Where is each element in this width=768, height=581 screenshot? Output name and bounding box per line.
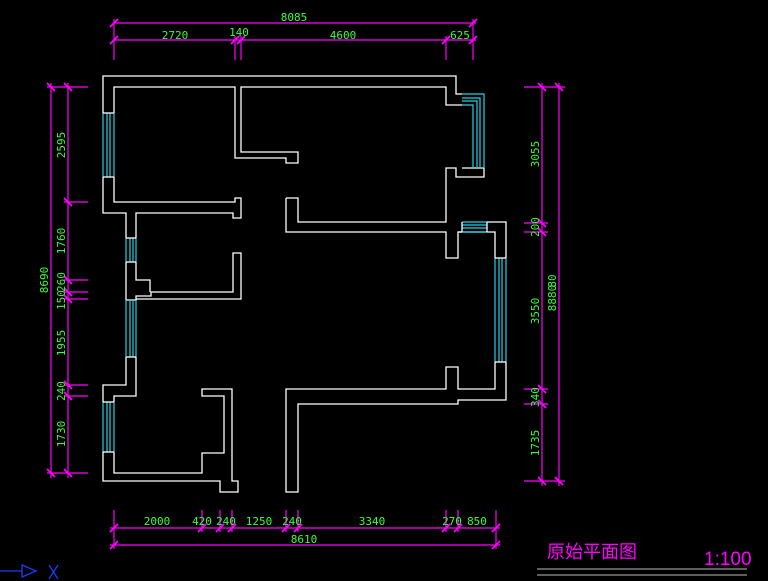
dim-right-seg-5: 340: [529, 387, 542, 407]
dim-left-seg-6: 240: [55, 381, 68, 401]
dim-left-seg-4: 150: [55, 290, 68, 310]
window-left-mid2: [125, 300, 137, 358]
window-right-small: [461, 221, 488, 233]
dim-right-seg-3: 80: [546, 274, 559, 287]
wall-right-inner: [458, 231, 496, 258]
wall-right-lower: [285, 362, 507, 493]
dim-right-seg-2: 200: [529, 217, 542, 237]
window-left-upper: [102, 112, 115, 178]
ucs-axis-icon: [0, 564, 59, 580]
dim-bottom-seg-4: 1250: [246, 515, 273, 528]
dim-bottom-seg-3: 240: [216, 515, 236, 528]
dim-top-seg-1: 2720: [162, 29, 189, 42]
wall-mid-left-b: [135, 262, 151, 292]
dim-top-total: 8085: [281, 11, 308, 24]
window-right-large: [494, 257, 507, 363]
window-bay-top-right: [462, 93, 485, 168]
dim-bottom-seg-5: 240: [282, 515, 302, 528]
window-left-mid1: [125, 237, 137, 263]
title-block: 原始平面图 1:100: [537, 542, 752, 576]
dimension-bottom: 2000 420 240 1250 240 3340 270 850 8610: [109, 510, 501, 550]
dim-bottom-seg-6: 3340: [359, 515, 386, 528]
dim-bottom-seg-2: 420: [192, 515, 212, 528]
dim-left-seg-7: 1730: [55, 421, 68, 448]
dim-right-seg-4: 3550: [529, 298, 542, 325]
walls: [102, 75, 507, 493]
dim-left-seg-3: 260: [55, 272, 68, 292]
dim-left-seg-2: 1760: [55, 228, 68, 255]
drawing-title: 原始平面图: [547, 542, 637, 563]
dimension-top: 8085 2720 140 4600 625: [109, 11, 478, 60]
dim-right-seg-1: 3055: [529, 141, 542, 168]
dim-top-seg-3: 4600: [330, 29, 357, 42]
drawing-scale: 1:100: [704, 549, 752, 570]
wall-right-upper: [487, 221, 507, 258]
dimension-right: 3055 200 80 3550 340 1735 8880: [524, 82, 565, 486]
dim-left-seg-5: 1955: [55, 330, 68, 357]
dim-right-total: 8880: [546, 285, 559, 312]
dim-top-seg-4: 625: [450, 29, 470, 42]
wall-center-lower: [285, 198, 462, 259]
dim-bottom-seg-8: 850: [467, 515, 487, 528]
wall-outer-left-upper: [102, 177, 127, 238]
dim-top-seg-2: 140: [229, 26, 249, 39]
dim-right-seg-6: 1735: [529, 430, 542, 457]
window-left-lower: [102, 401, 115, 453]
wall-lower-left-room: [102, 388, 239, 493]
windows: [102, 93, 507, 453]
dim-left-seg-1: 2595: [55, 132, 68, 159]
wall-mid-left: [125, 252, 242, 301]
dim-bottom-total: 8610: [291, 533, 318, 546]
wall-lower-left: [102, 357, 127, 402]
dimension-left: 2595 1760 260 150 1955 240 1730 8690: [38, 82, 88, 478]
dim-bottom-seg-1: 2000: [144, 515, 171, 528]
dim-left-total: 8690: [38, 267, 51, 294]
wall-center-stub: [286, 167, 485, 223]
wall-inner-bedroom1-bottom: [113, 177, 242, 238]
wall-inner-bedroom1: [113, 86, 462, 164]
dim-bottom-seg-7: 270: [442, 515, 462, 528]
wall-lower-left-inner: [113, 357, 137, 402]
wall-outer-top: [102, 75, 462, 113]
